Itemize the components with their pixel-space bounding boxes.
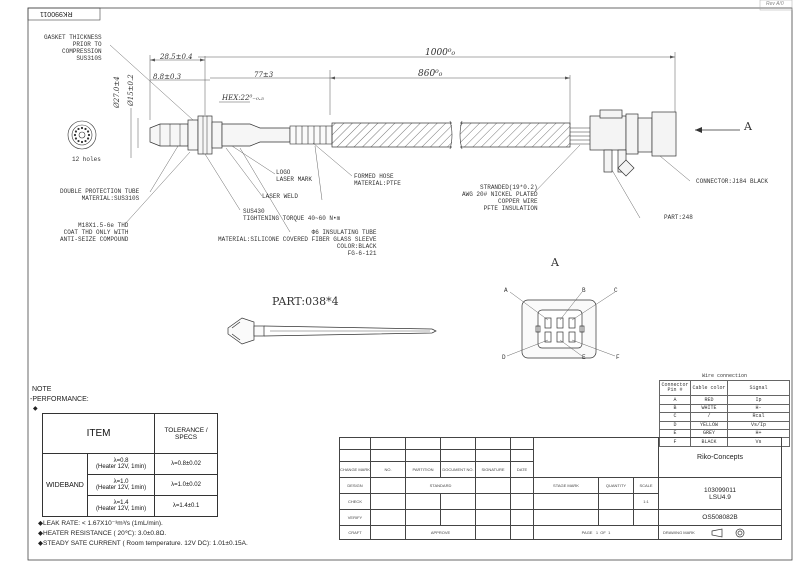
- tb-no: NO.: [370, 461, 406, 478]
- sensor-hole: [87, 133, 91, 137]
- pin-letter-d: D: [502, 354, 506, 361]
- view-a-title: A: [551, 256, 559, 269]
- tb-stage-mark: STAGE MARK: [533, 477, 599, 494]
- revision-label: Rev A/0: [766, 1, 784, 7]
- drawing-code-mirrored: RK990011: [40, 10, 73, 17]
- perf-group-wideband: WIDEBAND: [42, 453, 88, 517]
- connector-side-view: [589, 109, 677, 177]
- perf-condition: λ=1.0(Heater 12V, 1min): [86, 474, 156, 496]
- callout-logo: LOGO LASER MARK: [276, 169, 313, 183]
- dim-dia-1: Ø27.0±4: [113, 76, 121, 108]
- note-leak-rate: ◆LEAK RATE: < 1.67X10⁻³m³/s (1mL/min).: [38, 520, 163, 527]
- dim-dia-2: Ø15±0.2: [127, 74, 135, 106]
- tb-scale: SCALE: [633, 477, 659, 494]
- callout-protection-tube: DOUBLE PROTECTION TUBE MATERIAL:SUS310S: [60, 188, 140, 202]
- note-heading: NOTE: [32, 386, 52, 393]
- callout-holes: 12 holes: [72, 156, 101, 163]
- dim-offset-2: 8.8±0.3: [153, 73, 182, 81]
- company-name: Riko-Concepts: [658, 437, 782, 478]
- tb-signature: SIGNATURE: [475, 461, 511, 478]
- wire-header: Cable color: [690, 380, 728, 397]
- dim-offset-3: 77±3: [254, 71, 274, 79]
- callout-formed-hose: FORMED HOSE MATERIAL:PTFE: [354, 173, 401, 187]
- tb-check: CHECK: [339, 493, 371, 510]
- perf-tolerance: λ=0.8±0.02: [154, 453, 218, 475]
- callout-stranded-wire: STRANDED(19*0.2) AWG 20# NICKEL PLATED C…: [462, 184, 538, 212]
- sensor-hole: [86, 137, 90, 140]
- performance-heading: -PERFORMANCE:: [30, 396, 89, 403]
- tb-partition: PARTITION: [405, 461, 441, 478]
- pin-letter-f: F: [616, 354, 620, 361]
- pin-letter-c: C: [614, 287, 618, 294]
- pin-letter-e: E: [582, 354, 586, 361]
- tb-approve: APPROVE: [405, 525, 476, 540]
- drawing-number: OS508082B: [658, 509, 782, 526]
- sensor-hole: [80, 140, 84, 144]
- dim-cable-length: 860⁰₀: [418, 69, 443, 79]
- perf-header-tolerance: TOLERANCE / SPECS: [154, 413, 218, 454]
- sensor-hole: [84, 139, 87, 143]
- perf-header-item: ITEM: [41, 413, 156, 454]
- tb-document: DOCUMENT NO.: [440, 461, 476, 478]
- tb-verify: VERIFY: [339, 509, 371, 526]
- note-heater-resistance: ◆HEATER RESISTANCE ( 20℃): 3.0±0.8Ω.: [38, 530, 167, 537]
- pin-letter-b: B: [582, 287, 586, 294]
- sensor-hole: [77, 127, 80, 131]
- wire-header: Connector Pin #: [659, 380, 691, 397]
- sensor-hole: [74, 137, 78, 140]
- table-row: C/Rcal: [659, 412, 790, 422]
- callout-connector: CONNECTOR:J184 BLACK: [696, 178, 769, 185]
- performance-table: ITEM TOLERANCE / SPECS WIDEBAND λ=0.8(He…: [41, 413, 218, 517]
- perf-tolerance: λ=1.4±0.1: [154, 495, 218, 517]
- tb-drawing-mark: DRAWING MARK: [658, 525, 782, 540]
- title-block: Riko-Concepts CHANGE MARK NO. PARTITION …: [339, 437, 782, 540]
- callout-gasket: GASKET THICKNESS PRIOR TO COMPRESSION SU…: [44, 34, 102, 62]
- tb-standard: STANDARD: [405, 477, 476, 494]
- tb-design: DESIGN: [339, 477, 371, 494]
- part-038-label: PART:038*4: [272, 295, 339, 308]
- callout-insulating-tube: Φ6 INSULATING TUBE MATERIAL:SILICONE COV…: [218, 229, 377, 257]
- sensor-hole: [80, 126, 84, 130]
- wire-table-title: Wire connection: [659, 373, 790, 382]
- tb-date: DATE: [510, 461, 534, 478]
- sensor-hole: [73, 133, 77, 137]
- callout-sus430: SUS430 TIGHTENING TORQUE 40~60 N•m: [243, 208, 341, 222]
- view-arrow-label: A: [744, 120, 752, 133]
- sensor-face-view: [67, 120, 97, 150]
- tb-scale-value: 1:1: [633, 493, 659, 510]
- sensor-hole: [86, 130, 90, 133]
- clip-part-038: [227, 317, 437, 345]
- pin-letter-a: A: [504, 287, 508, 294]
- note-steady-current: ◆STEADY SATE CURRENT ( Room temperature.…: [38, 540, 248, 547]
- dim-total-length: 1000⁰₀: [425, 48, 456, 58]
- connector-face-view: [521, 299, 597, 359]
- tb-page: PAGE 1 OF 1: [533, 525, 659, 540]
- wire-connection-table: Wire connection Connector Pin # Cable co…: [659, 373, 790, 447]
- callout-part-248: PART:248: [664, 214, 693, 221]
- insulating-sleeve: [331, 122, 571, 148]
- tb-quantity: QUANTITY: [598, 477, 634, 494]
- projection-symbol-icon: [711, 528, 745, 537]
- sensor-hole: [74, 130, 78, 133]
- perf-condition: λ=1.4(Heater 12V, 1min): [86, 495, 156, 517]
- tb-change-mark: CHANGE MARK: [339, 461, 371, 478]
- sensor-hole: [84, 127, 87, 131]
- perf-tolerance: λ=1.0±0.02: [154, 474, 218, 496]
- tb-craft: CRAFT: [339, 525, 371, 540]
- performance-bullet: ◆: [33, 406, 38, 412]
- dim-offset-1: 28.5±0.4: [160, 53, 193, 61]
- dim-hex: HEX:22⁰₋₀.₅: [222, 94, 264, 102]
- wire-header: Signal: [727, 380, 790, 397]
- callout-thread: M18X1.5-6e THD COAT THD ONLY WITH ANTI-S…: [60, 222, 129, 243]
- perf-condition: λ=0.8(Heater 12V, 1min): [86, 453, 156, 475]
- callout-laser-weld: LASER WELD: [262, 193, 299, 200]
- sensor-hole: [77, 139, 80, 143]
